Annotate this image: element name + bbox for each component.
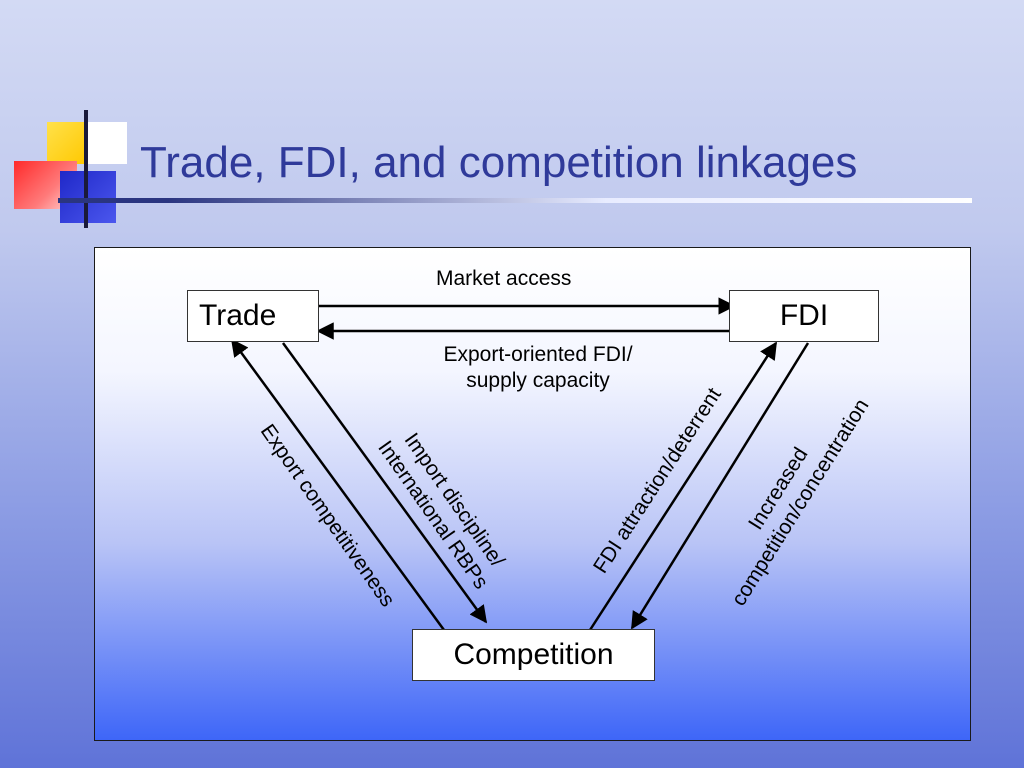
title-underline	[58, 198, 972, 203]
deco-white-square	[87, 122, 127, 164]
label-export-oriented-line1: Export-oriented FDI/	[443, 343, 633, 366]
arrow-competition-to-fdi	[588, 341, 778, 631]
arrow-competition-to-trade	[230, 338, 446, 631]
deco-blue-square	[60, 171, 116, 223]
node-trade-label: Trade	[199, 299, 277, 332]
deco-yellow-square	[47, 122, 87, 164]
deco-vertical-line	[84, 110, 88, 228]
node-competition-label: Competition	[453, 638, 614, 671]
arrow-fdi-to-competition	[630, 342, 810, 630]
node-trade: Trade	[187, 290, 319, 342]
node-fdi: FDI	[729, 290, 879, 342]
label-market-access: Market access	[436, 267, 572, 290]
label-export-oriented-fdi: Export-oriented FDI/ supply capacity	[443, 342, 632, 395]
arrow-trade-to-competition	[281, 342, 488, 624]
label-export-oriented-line2: supply capacity	[466, 369, 610, 393]
slide-title: Trade, FDI, and competition linkages	[140, 138, 858, 187]
node-competition: Competition	[412, 629, 655, 681]
node-fdi-label: FDI	[779, 299, 829, 332]
